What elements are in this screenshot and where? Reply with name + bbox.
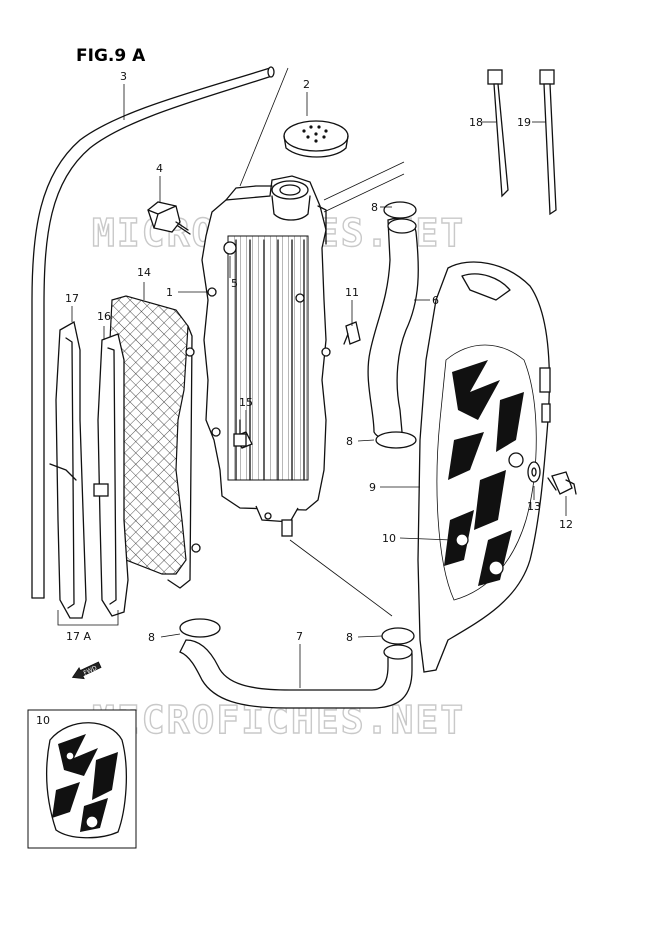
callout-19: 19: [517, 116, 531, 129]
washer-part-13: [527, 461, 541, 483]
callout-8-middle: 8: [346, 435, 353, 448]
shroud-part-17: [49, 320, 87, 619]
bolt-part-4: [147, 201, 191, 235]
figure-title: FIG.9 A: [76, 46, 146, 66]
side-cover-part-9: [417, 261, 551, 673]
bolt-part-15: [233, 419, 247, 447]
callout-14: 14: [137, 266, 151, 279]
cable-tie-part-19: [539, 69, 557, 216]
callout-8-lower-right: 8: [346, 631, 353, 644]
callout-15: 15: [239, 396, 253, 409]
callout-5: 5: [231, 277, 238, 290]
callout-18: 18: [469, 116, 483, 129]
hose-part-6: [367, 201, 419, 449]
callout-10: 10: [382, 532, 396, 545]
callout-3: 3: [120, 70, 127, 83]
callout-17: 17: [65, 292, 79, 305]
callout-4: 4: [156, 162, 163, 175]
callout-6: 6: [432, 294, 439, 307]
fwd-arrow-icon: FWD: [71, 661, 102, 680]
clip-part-11: [343, 321, 361, 345]
radiator-part-1: [201, 175, 331, 537]
callout-12: 12: [559, 518, 573, 531]
hose-part-7: [179, 618, 415, 709]
callout-8-lower-left: 8: [148, 631, 155, 644]
shroud-part-16: [93, 333, 129, 617]
hose-part-3: [31, 66, 275, 599]
radiator-cap-part-2: [283, 120, 349, 158]
callout-16: 16: [97, 310, 111, 323]
bolt-part-12: [547, 471, 577, 495]
callout-2: 2: [303, 78, 310, 91]
leader-lines: [57, 67, 567, 688]
callout-13: 13: [527, 500, 541, 513]
inset-label: 10: [36, 714, 50, 727]
callout-17a: 17 A: [66, 630, 91, 643]
callout-1: 1: [166, 286, 173, 299]
inset-box: 10: [27, 709, 137, 849]
callout-7: 7: [296, 630, 303, 643]
cable-tie-part-18: [487, 69, 509, 198]
callout-11: 11: [345, 286, 359, 299]
callout-8-upper-hose: 8: [371, 201, 378, 214]
callout-9: 9: [369, 481, 376, 494]
